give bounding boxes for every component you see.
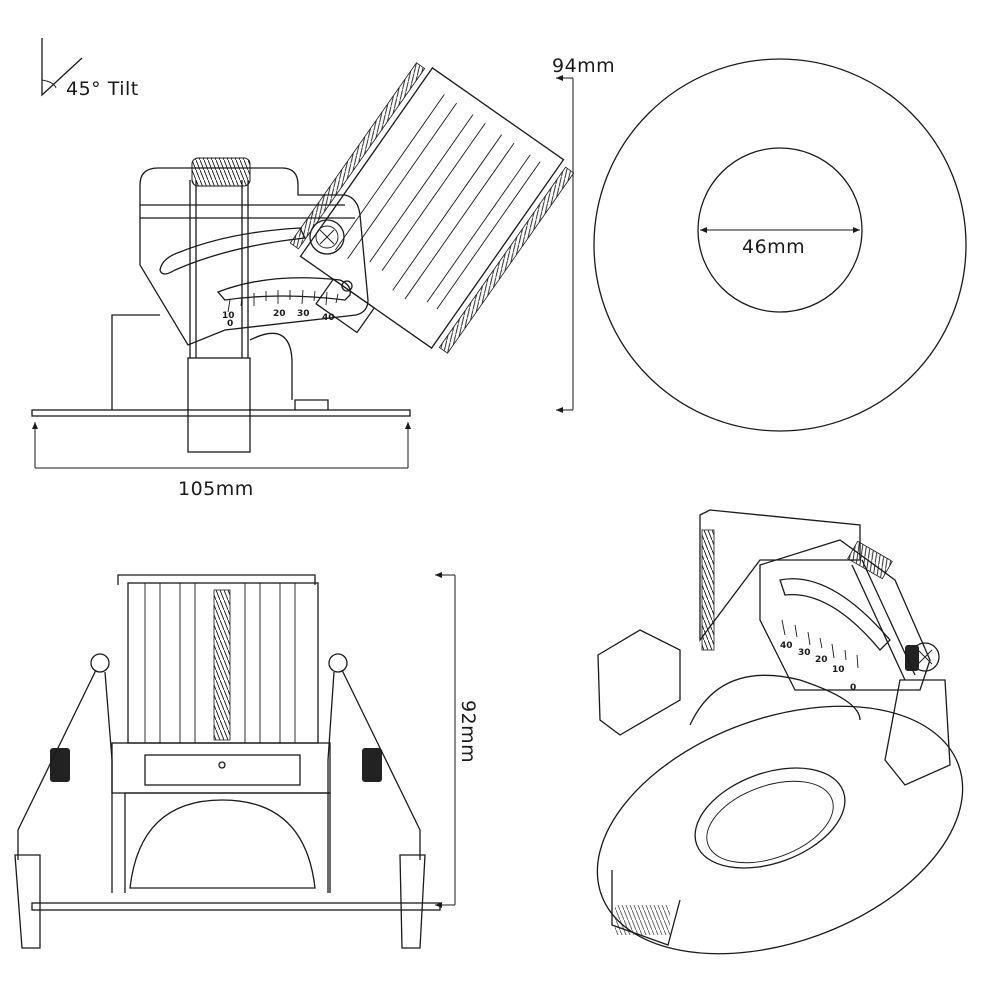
iso-scale-label: 0 — [850, 683, 856, 693]
tilt-scale-label: 0 — [227, 319, 233, 329]
height-dimension-label: 92mm — [457, 700, 479, 763]
aperture-label: 46mm — [742, 236, 805, 258]
iso-scale-label: 30 — [798, 648, 811, 658]
tilt-scale-label: 30 — [297, 309, 310, 319]
front-view — [14, 572, 456, 949]
isometric-view: 40 30 20 10 0 — [596, 509, 964, 955]
iso-scale-label: 40 — [780, 641, 793, 651]
width-dimension-label: 105mm — [178, 478, 254, 500]
tilt-scale-label: 20 — [273, 309, 286, 319]
tilt-icon — [41, 38, 83, 97]
side-view: 0 10 20 30 40 — [31, 62, 575, 469]
face-view — [556, 58, 967, 432]
iso-scale-label: 10 — [832, 665, 845, 675]
iso-scale-label: 20 — [815, 655, 828, 665]
tilt-scale-label: 10 — [222, 311, 235, 321]
face-diameter-label: 94mm — [552, 55, 615, 77]
tilt-label: 45° Tilt — [66, 78, 139, 100]
tilt-scale-label: 40 — [322, 313, 335, 323]
